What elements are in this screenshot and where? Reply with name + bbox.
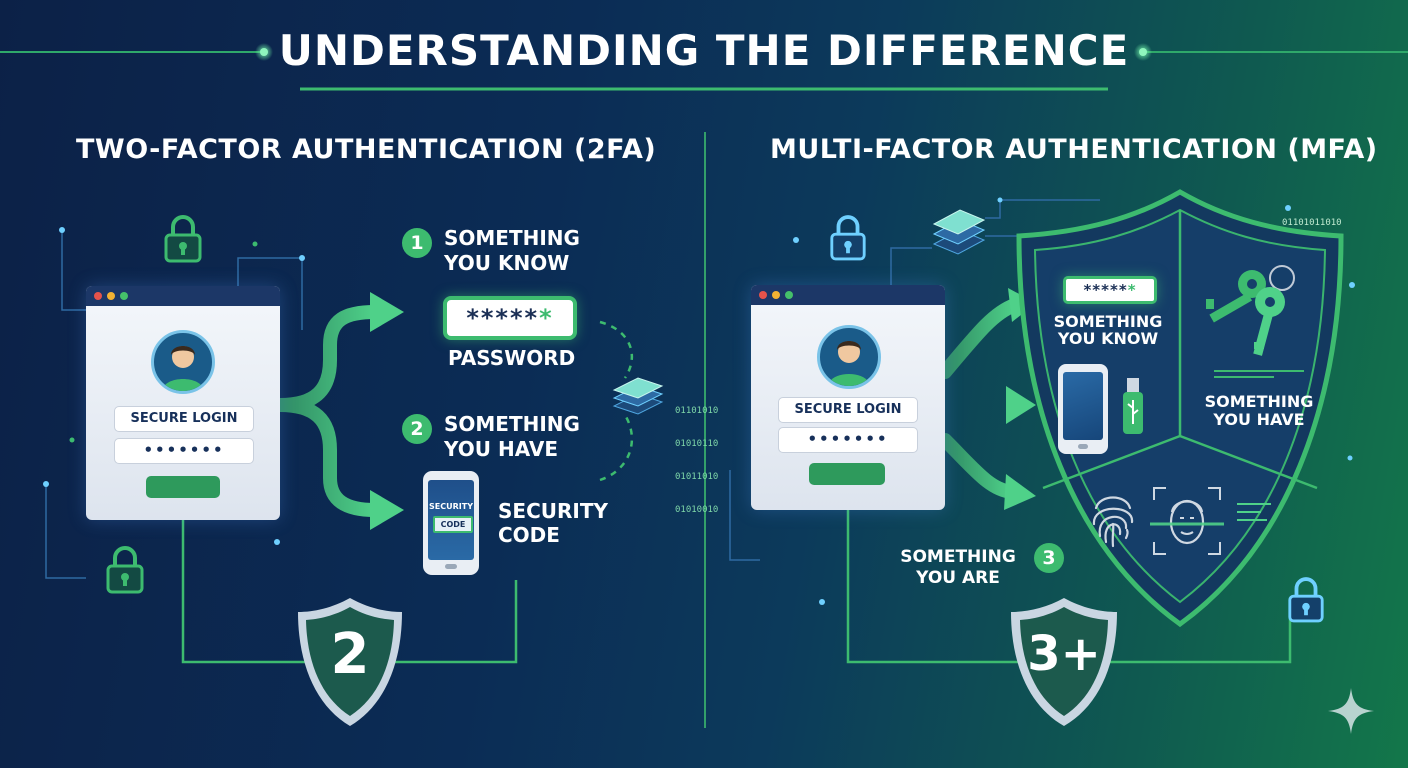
window-close-dot — [94, 292, 102, 300]
signal-lines — [1214, 370, 1314, 380]
window-titlebar — [86, 286, 280, 306]
sparkle-icon — [1328, 688, 1374, 734]
user-avatar — [151, 330, 215, 394]
window-minimize-dot — [107, 292, 115, 300]
something-you-have-line1: SOMETHING — [1204, 392, 1314, 411]
factor-number-badge: 2 — [402, 414, 432, 444]
password-field-graphic: ****** — [1063, 276, 1157, 304]
window-maximize-dot — [785, 291, 793, 299]
face-scan-icon — [1150, 487, 1224, 555]
phone-screen — [1063, 372, 1103, 440]
password-input[interactable]: ••••••• — [778, 427, 918, 453]
lock-icon — [830, 215, 866, 261]
something-you-are-line1: SOMETHING — [900, 547, 1016, 567]
factor-2-line2: YOU HAVE — [444, 437, 558, 461]
window-titlebar — [751, 285, 945, 305]
binary-line: 01010010 — [675, 505, 719, 515]
shield-3plus-number: 3+ — [1027, 626, 1101, 682]
security-code-caption-2: CODE — [498, 523, 560, 547]
password-caption: PASSWORD — [448, 346, 576, 370]
phone-icon — [1058, 364, 1108, 454]
something-you-are-line2: YOU ARE — [916, 568, 1000, 588]
page-title: UNDERSTANDING THE DIFFERENCE — [278, 26, 1130, 75]
phone-screen: SECURITY CODE — [428, 480, 474, 560]
binary-line: 01101010 — [675, 406, 719, 416]
login-title-field: SECURE LOGIN — [778, 397, 918, 423]
window-minimize-dot — [772, 291, 780, 299]
login-button[interactable] — [809, 463, 885, 485]
password-star: * — [539, 304, 554, 332]
usb-key-icon — [1123, 378, 1143, 434]
something-you-know-line2: YOU KNOW — [1057, 329, 1159, 348]
password-mask: ***** — [466, 304, 540, 332]
data-chip-icon — [612, 377, 664, 415]
data-chip-icon — [932, 209, 986, 255]
binary-line: 01010110 — [675, 439, 719, 449]
factor-2-line1: SOMETHING — [444, 412, 580, 436]
binary-stream: 01101010 01010110 01011010 01010010 — [675, 384, 718, 527]
login-button[interactable] — [146, 476, 220, 498]
security-code-caption-1: SECURITY — [498, 499, 608, 523]
factor-number-badge: 3 — [1034, 543, 1064, 573]
binary-line: 01011010 — [675, 472, 719, 482]
login-window: SECURE LOGIN ••••••• — [86, 286, 280, 520]
user-avatar — [817, 325, 881, 389]
lock-icon — [106, 546, 144, 594]
binary-line: 01101011010 — [1282, 218, 1342, 228]
password-mask: ***** — [1083, 281, 1128, 299]
window-close-dot — [759, 291, 767, 299]
login-title-field: SECURE LOGIN — [114, 406, 254, 432]
shield-2-badge — [298, 598, 402, 726]
password-star: * — [1127, 281, 1137, 299]
factor-1-line1: SOMETHING — [444, 226, 580, 250]
shield-3plus-badge — [1011, 598, 1117, 726]
scan-data-lines — [1237, 503, 1277, 521]
lock-icon — [1288, 577, 1324, 623]
lock-icon — [164, 215, 202, 263]
password-field-graphic: ****** — [443, 296, 577, 340]
2fa-heading: TWO-FACTOR AUTHENTICATION (2FA) — [76, 134, 657, 165]
fingerprint-icon — [1092, 496, 1134, 548]
phone-screen-text: SECURITY — [429, 502, 473, 511]
login-window: SECURE LOGIN ••••••• — [751, 285, 945, 510]
something-you-know-line1: SOMETHING — [1053, 312, 1163, 331]
something-you-have-line2: YOU HAVE — [1213, 410, 1305, 429]
factor-number-badge: 1 — [402, 228, 432, 258]
factor-1-line2: YOU KNOW — [444, 251, 570, 275]
shield-2-number: 2 — [330, 622, 370, 687]
user-icon — [162, 346, 204, 391]
password-input[interactable]: ••••••• — [114, 438, 254, 464]
user-icon — [828, 341, 870, 386]
mfa-heading: MULTI-FACTOR AUTHENTICATION (MFA) — [770, 134, 1378, 165]
keys-icon — [1206, 265, 1295, 356]
phone-home-button — [1078, 444, 1088, 449]
phone-home-button — [445, 564, 457, 569]
phone-icon: SECURITY CODE — [423, 471, 479, 575]
phone-code-box: CODE — [433, 516, 473, 533]
window-maximize-dot — [120, 292, 128, 300]
